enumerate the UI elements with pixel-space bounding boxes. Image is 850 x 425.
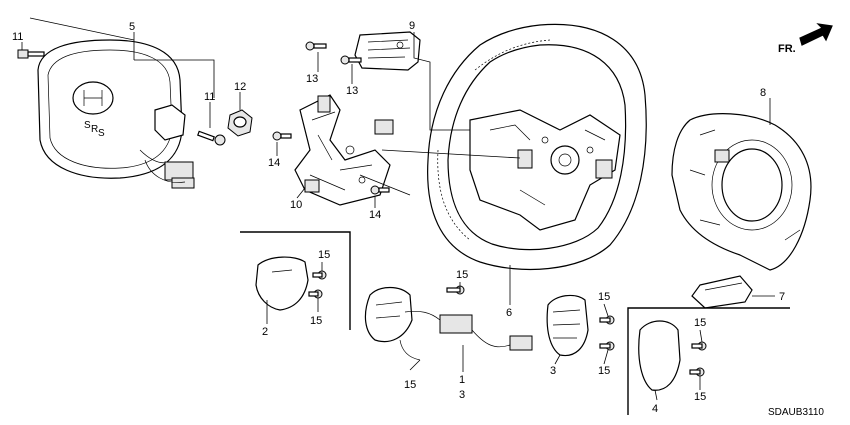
group-box-right [627, 307, 790, 415]
callout-15-e: 15 [598, 291, 610, 303]
callout-14-right: 14 [369, 209, 381, 221]
callout-7: 7 [779, 291, 785, 303]
screw-15-f [599, 341, 615, 351]
callout-15-b: 15 [310, 315, 322, 327]
switch-assembly-1 [364, 285, 533, 361]
front-direction-arrow: FR. [778, 23, 833, 55]
cover-7 [691, 275, 753, 309]
callout-9: 9 [409, 20, 415, 32]
callout-15-d: 15 [404, 379, 416, 391]
callout-11-right: 11 [204, 91, 215, 103]
screw-15-h [689, 367, 705, 377]
screw-13-top [305, 41, 327, 51]
screw-15-e [599, 315, 615, 325]
bolt-11-left [17, 49, 45, 59]
screw-14-left [272, 131, 292, 141]
callout-6: 6 [506, 307, 512, 319]
callout-12: 12 [234, 81, 246, 93]
lower-cover-8 [671, 113, 812, 271]
callout-14-left: 14 [268, 157, 280, 169]
callout-8: 8 [760, 87, 766, 99]
screw-15-b [308, 289, 323, 299]
callout-15-a: 15 [318, 249, 330, 261]
screw-15-g [691, 341, 707, 351]
screw-14-right [370, 185, 390, 195]
switch-3 [546, 294, 589, 357]
callout-1: 1 [459, 374, 465, 386]
front-label: FR. [778, 43, 796, 55]
callout-15-c: 15 [456, 269, 468, 281]
airbag-module: S R S [37, 39, 195, 189]
callout-13-mid: 13 [346, 85, 358, 97]
screw-15-a [312, 270, 327, 280]
bolt-11-right [197, 130, 226, 146]
airbag-marking-r: R [91, 124, 98, 135]
callout-3-bottom: 3 [459, 389, 465, 401]
callout-13-top: 13 [306, 73, 318, 85]
diagram-code: SDAUB3110 [768, 407, 824, 418]
switch-9 [354, 31, 421, 71]
callout-15-h: 15 [694, 391, 706, 403]
nut-12 [227, 109, 253, 137]
leader-lines [21, 17, 775, 401]
screw-13-mid [340, 55, 362, 65]
airbag-marking-s2: S [98, 128, 105, 139]
cover-4 [638, 320, 681, 391]
callout-2: 2 [262, 326, 268, 338]
callout-15-f: 15 [598, 365, 610, 377]
airbag-marking-s1: S [84, 120, 91, 131]
group-box-left [240, 231, 351, 330]
callout-3-right: 3 [550, 365, 556, 377]
steering-wheel [427, 23, 647, 270]
callout-11-left: 11 [12, 31, 23, 43]
callout-4: 4 [652, 403, 658, 415]
callout-15-g: 15 [694, 317, 706, 329]
cover-2 [255, 256, 309, 311]
callout-5: 5 [129, 21, 135, 33]
callout-10: 10 [290, 199, 302, 211]
